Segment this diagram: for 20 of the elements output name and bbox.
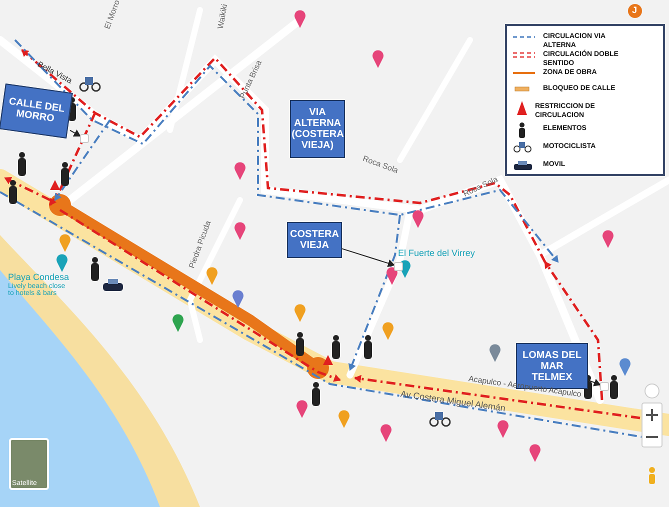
street-name: Roca Sola <box>462 174 500 198</box>
place-label: El Fuerte del Virrey <box>398 248 475 258</box>
leader-line <box>588 378 601 386</box>
callout-box: CALLE DEL MORRO <box>0 84 73 138</box>
street-name: Waikiki <box>216 3 230 30</box>
street-segment <box>80 134 89 143</box>
callout-box: COSTERA VIEJA <box>287 222 342 258</box>
street-name: El Morro <box>102 0 122 30</box>
street-name: Punta Brisa <box>238 58 264 100</box>
avatar-letter: J <box>632 5 638 15</box>
leader-line <box>342 248 395 268</box>
street-name: Bella Vista <box>36 60 74 86</box>
place-label: Playa Condesa <box>8 272 70 282</box>
callout-box: VIA ALTERNA (COSTERA VIEJA) <box>290 100 345 158</box>
leader-line <box>70 130 81 136</box>
street-name: Piedra Picuda <box>187 220 213 270</box>
street-name: Av Costera Miguel Alemán <box>400 388 506 414</box>
street-segment <box>394 262 403 271</box>
street-segment <box>600 382 609 391</box>
street-name: Roca Sola <box>362 154 400 176</box>
